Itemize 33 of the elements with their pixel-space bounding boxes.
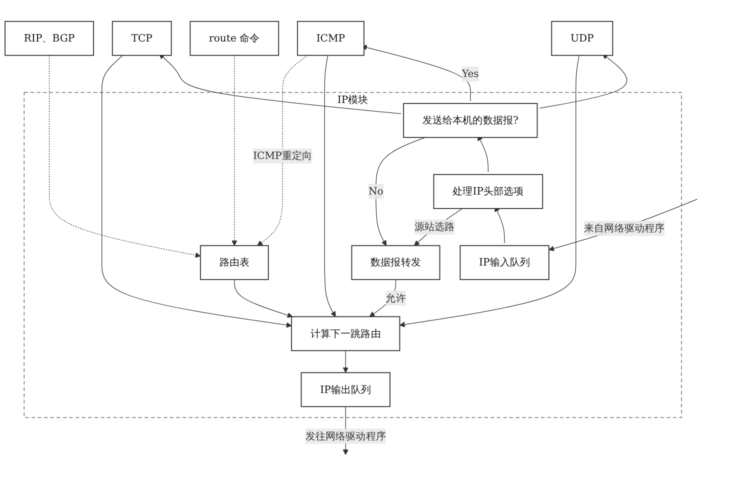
arrow — [414, 208, 463, 246]
node-box: UDP — [551, 20, 614, 56]
edge-label: 发往网络驱动程序 — [305, 430, 386, 442]
node-box: 处理IP头部选项 — [433, 174, 544, 209]
arrow — [376, 137, 426, 246]
arrow — [399, 55, 580, 328]
node-box: route 命令 — [190, 20, 280, 56]
arrow — [48, 55, 201, 258]
arrow — [539, 54, 628, 109]
arrow — [159, 54, 402, 114]
edge-label: ICMP重定向 — [253, 150, 312, 162]
edge-label: 源站选路 — [414, 220, 455, 233]
arrow — [234, 279, 293, 318]
edge-label: No — [368, 185, 384, 198]
node-box: TCP — [112, 20, 172, 56]
arrow — [257, 55, 308, 246]
node-box: 路由表 — [200, 245, 269, 280]
node-box: IP输入队列 — [460, 245, 550, 280]
edge-label: 来自网络驱动程序 — [584, 222, 665, 234]
node-box: RIP、BGP — [4, 20, 94, 56]
node-box: IP输出队列 — [300, 372, 390, 408]
arrow — [478, 135, 488, 172]
arrow — [102, 55, 292, 328]
edge-label: 允许 — [386, 292, 406, 304]
edge-label: Yes — [462, 68, 479, 80]
node-box: 计算下一跳路由 — [291, 316, 400, 352]
node-box: ICMP — [297, 20, 364, 56]
arrow — [232, 55, 238, 246]
arrow — [548, 198, 698, 252]
arrow — [342, 350, 348, 373]
node-box: 数据报转发 — [351, 245, 440, 280]
node-box: 发送给本机的数据报? — [403, 103, 538, 138]
arrow — [324, 55, 336, 317]
